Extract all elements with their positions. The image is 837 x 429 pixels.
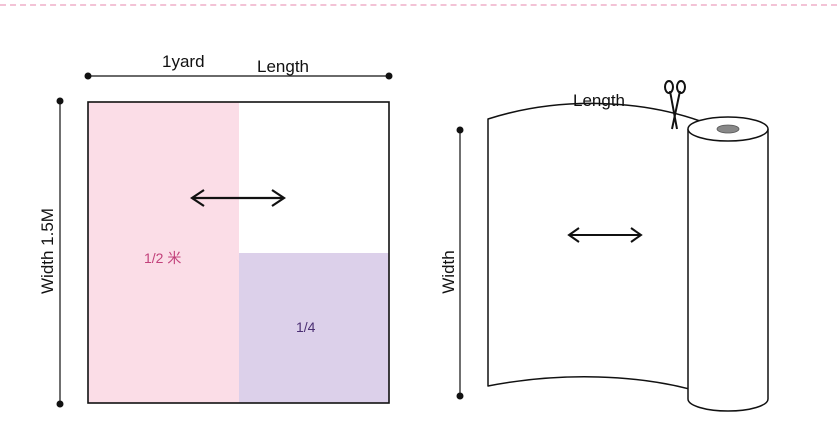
length-dimension-line: [84, 72, 393, 80]
roll-width-label: Width: [439, 250, 458, 294]
half-meter-label: 1/2 米: [144, 250, 182, 266]
double-arrow-icon: [190, 189, 286, 207]
fabric-square-outline: [87, 101, 390, 404]
top-divider: [0, 4, 837, 6]
roll-length-label: Length: [573, 91, 625, 110]
fabric-roll: [687, 116, 769, 412]
yard-label: 1yard: [162, 52, 205, 71]
quarter-region: [239, 253, 389, 403]
width-dimension-line: [56, 97, 64, 408]
length-label: Length: [257, 57, 309, 76]
quarter-label: 1/4: [296, 319, 316, 335]
width-label: Width 1.5M: [38, 208, 57, 294]
scissors-icon: [664, 80, 686, 130]
fabric-sheet: [487, 102, 701, 393]
roll-double-arrow-icon: [567, 227, 643, 243]
half-meter-region: [88, 102, 239, 403]
roll-width-dimension-line: [456, 126, 464, 400]
